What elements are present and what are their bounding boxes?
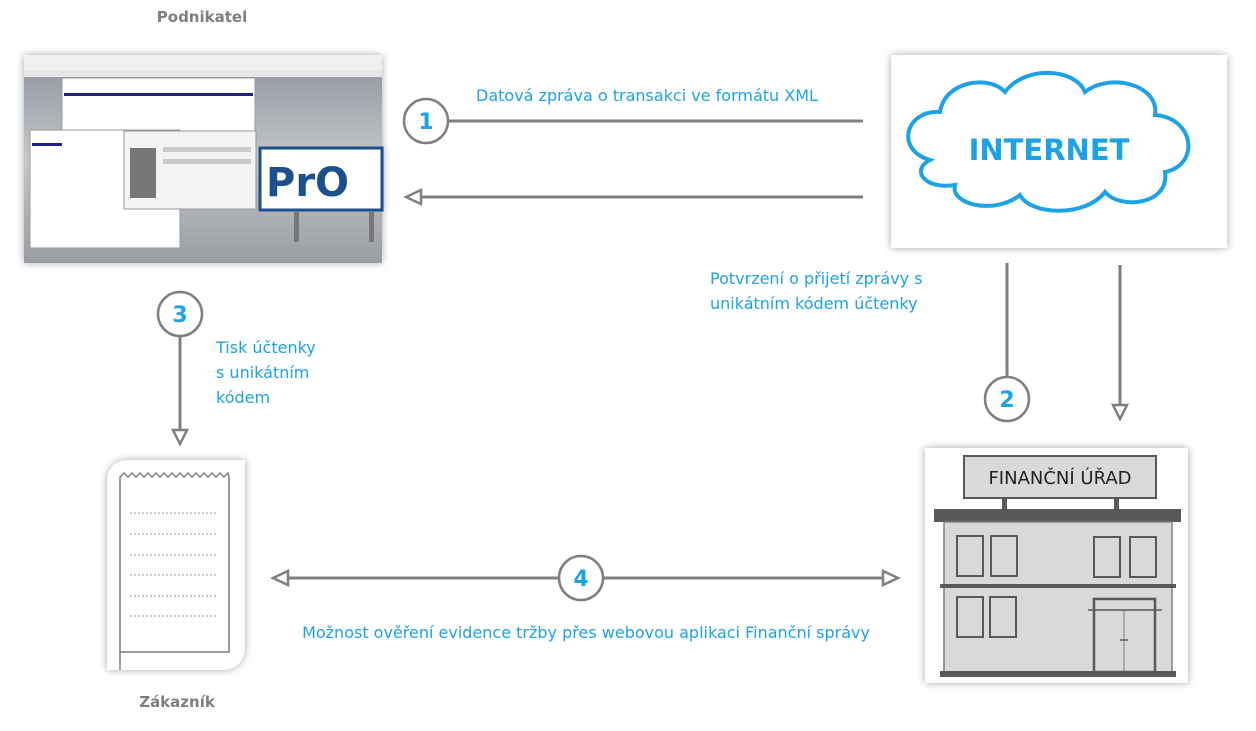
arrow-head-down-icon: [1110, 403, 1130, 422]
tax-office-sign: FINANČNÍ ÚŘAD: [988, 467, 1131, 489]
entrepreneur-title: Podnikatel: [157, 8, 247, 26]
step-4-label: Možnost ověření evidence tržby přes webo…: [302, 623, 870, 642]
step-3-label-line-3: kódem: [216, 388, 270, 407]
step-2-label-line-2: unikátním kódem účtenky: [710, 294, 918, 313]
arrow-head-left-icon: [403, 188, 423, 206]
step-4-number: 4: [573, 567, 588, 592]
step-2-marker: [983, 375, 1031, 423]
step-2-label-line-1: Potvrzení o přijetí zprávy s: [710, 269, 923, 288]
step-3-label-line-2: s unikátním: [216, 363, 309, 382]
customer-title: Zákazník: [139, 693, 216, 711]
arrow-head-left-icon: [270, 569, 290, 587]
step-3-number: 3: [172, 303, 187, 328]
tax-office-building-icon: FINANČNÍ ÚŘAD: [925, 448, 1188, 683]
software-screenshot: PrO: [24, 55, 384, 263]
internet-box: INTERNET: [891, 55, 1227, 248]
svg-text:PrO: PrO: [266, 160, 349, 206]
step-1-label: Datová zpráva o transakci ve formátu XML: [476, 86, 818, 105]
arrow-head-right-icon: [881, 569, 901, 587]
step-4-marker: [557, 554, 605, 602]
step-2-number: 2: [999, 388, 1014, 413]
step-1-marker: [402, 97, 450, 145]
internet-label: INTERNET: [969, 133, 1130, 167]
step-3-label-line-1: Tisk účtenky: [215, 338, 316, 357]
step-1-number: 1: [418, 110, 433, 135]
receipt-icon: [107, 460, 245, 670]
arrow-head-down-icon: [170, 428, 190, 447]
